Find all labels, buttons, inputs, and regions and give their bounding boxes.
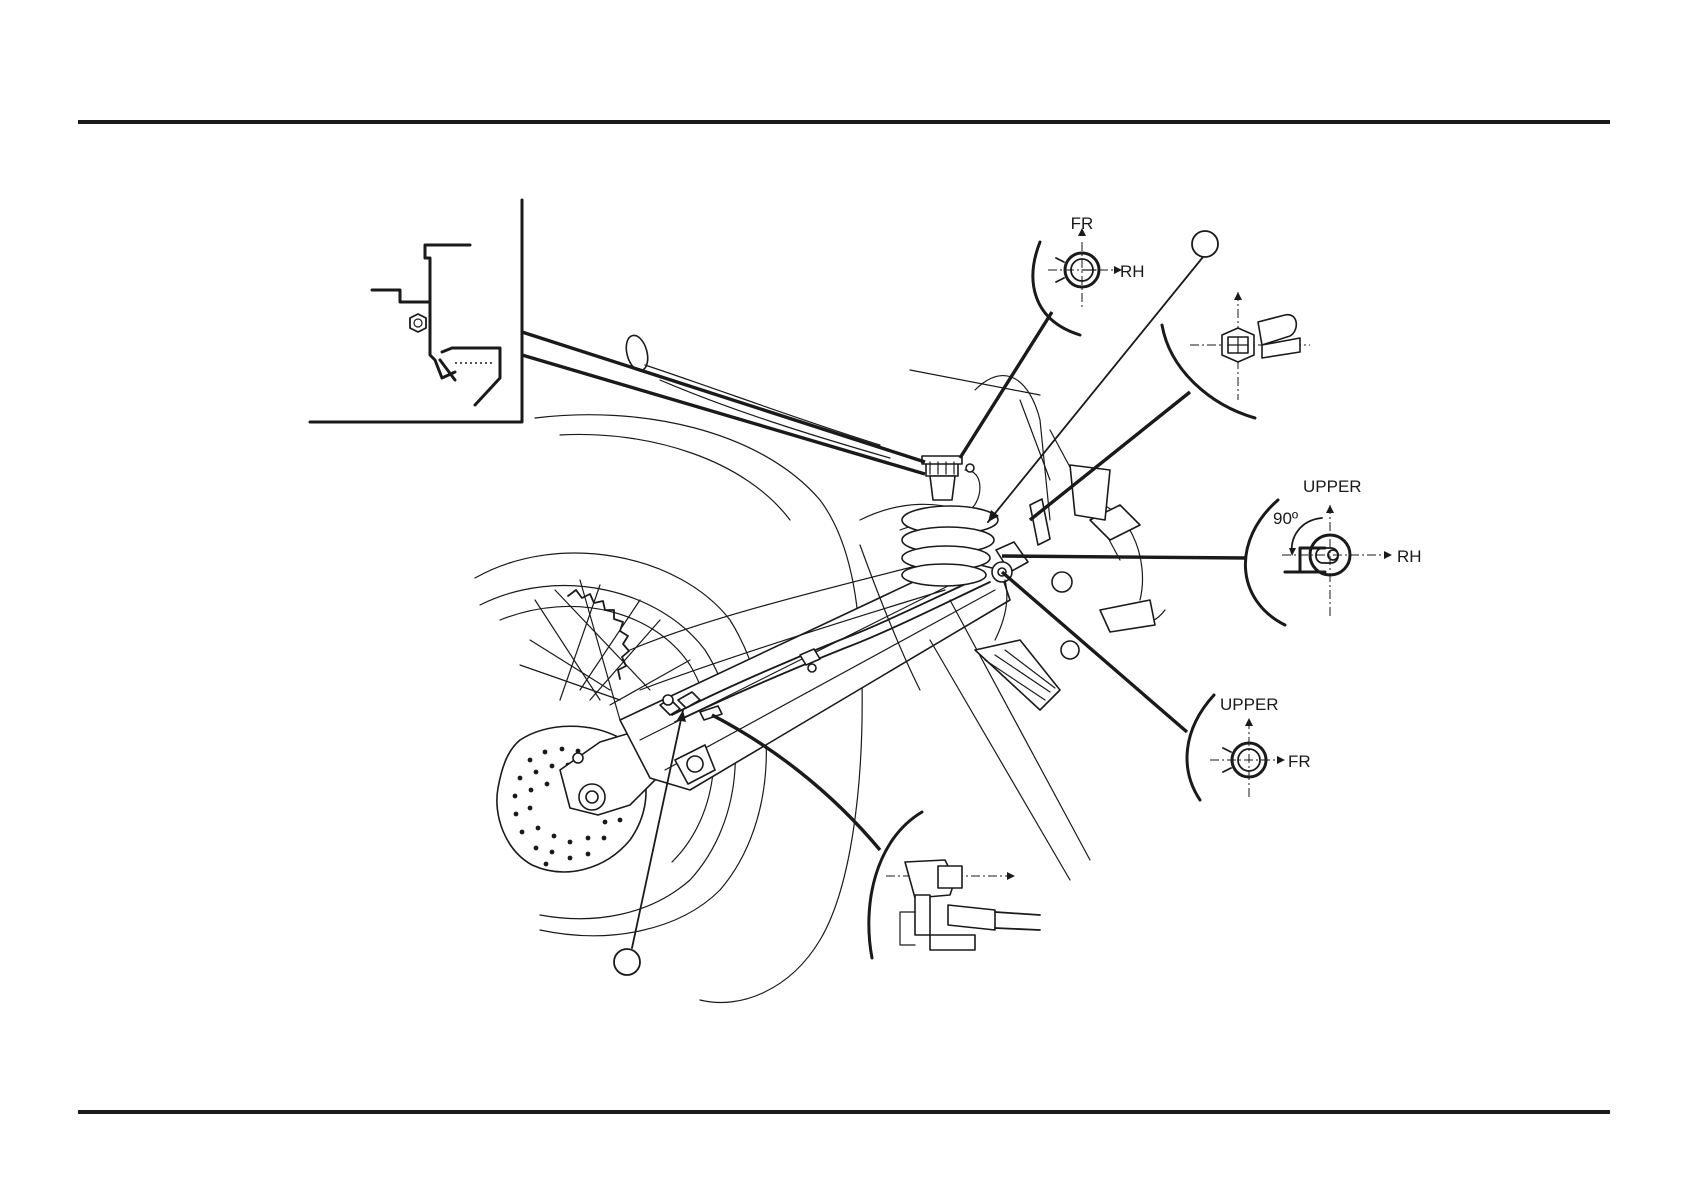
callout-marker-1 (1192, 231, 1218, 257)
inset-reservoir-mount (310, 200, 522, 422)
swingarm (620, 560, 1010, 790)
inset-hex-fitting (1162, 292, 1310, 418)
callout-marker-2 (614, 949, 640, 975)
label-upper-low: UPPER (1220, 695, 1279, 714)
motorcycle-rear-drawing (475, 333, 1165, 1002)
label-upper-mid: UPPER (1303, 477, 1362, 496)
passenger-peg (1070, 465, 1155, 632)
inset-caliper-banjo (869, 812, 1040, 958)
label-fr-low: FR (1288, 752, 1311, 771)
inset-angle-90: UPPER 90º RH (1245, 477, 1421, 625)
rear-shock (902, 506, 998, 586)
label-fr-top: FR (1071, 214, 1094, 233)
reservoir (922, 456, 980, 510)
inset-clamp-fr-rh: FR RH (1033, 214, 1145, 335)
label-angle: 90º (1273, 509, 1298, 528)
label-rh-mid: RH (1397, 547, 1422, 566)
rear-fender-inner (560, 434, 790, 520)
label-rh-top: RH (1120, 262, 1145, 281)
inset-clamp-upper-fr: UPPER FR (1187, 695, 1311, 800)
